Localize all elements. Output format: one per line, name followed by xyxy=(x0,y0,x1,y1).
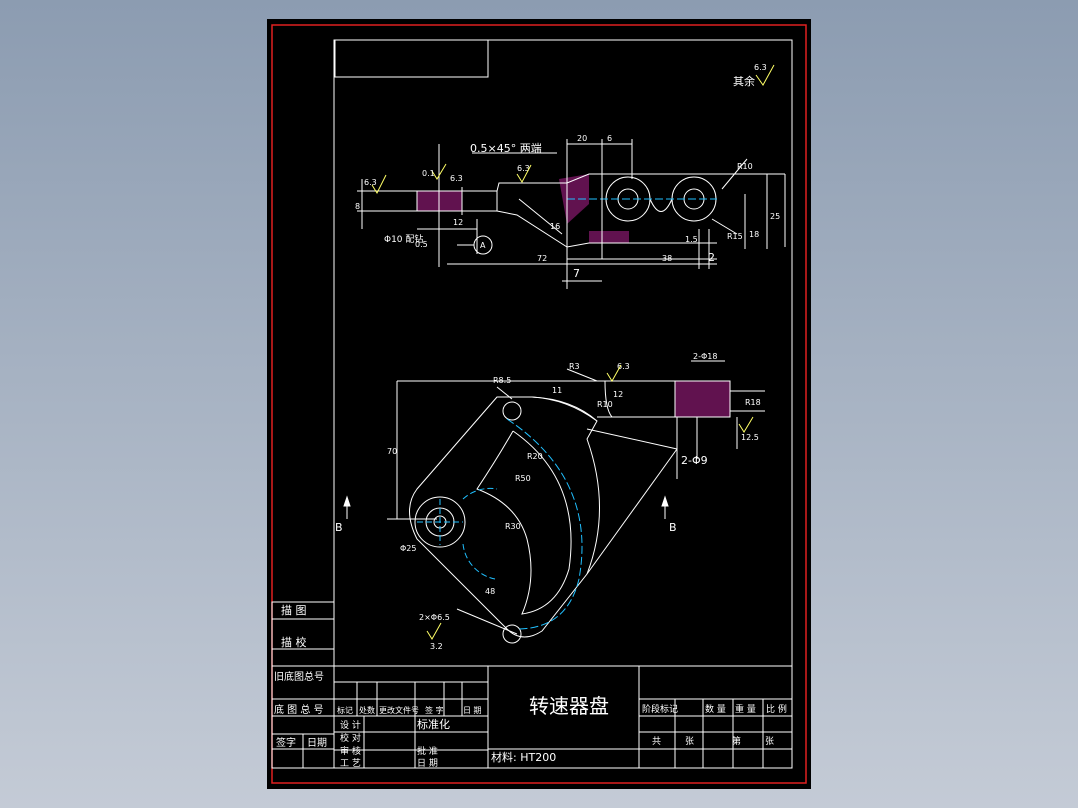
svg-text:70: 70 xyxy=(387,447,397,456)
svg-text:38: 38 xyxy=(662,254,672,263)
section-label-left: B xyxy=(335,521,343,534)
svg-text:1.5: 1.5 xyxy=(685,235,698,244)
label-signature: 签字 xyxy=(276,736,296,749)
corner-box xyxy=(334,39,489,78)
svg-text:0.5: 0.5 xyxy=(415,240,428,249)
roughness-mid-value: 6.3 xyxy=(450,174,463,183)
svg-text:12: 12 xyxy=(613,390,623,399)
chamfer-note: 0.5×45° 两端 xyxy=(470,142,542,155)
roughness-bottom-value: 3.2 xyxy=(430,642,443,651)
svg-text:共: 共 xyxy=(652,736,661,747)
svg-text:R30: R30 xyxy=(505,522,521,531)
roughness-symbol-icon xyxy=(755,64,775,86)
label-base-no: 底 图 总 号 xyxy=(274,703,324,716)
svg-text:更改文件号: 更改文件号 xyxy=(379,705,419,715)
front-view xyxy=(343,360,765,644)
holes-note: 2-Φ9 xyxy=(681,454,708,467)
svg-text:R3: R3 xyxy=(569,362,580,371)
svg-text:签 字: 签 字 xyxy=(425,705,444,715)
svg-text:R20: R20 xyxy=(527,452,543,461)
top-view xyxy=(357,139,786,289)
svg-text:R8.5: R8.5 xyxy=(493,376,511,385)
svg-text:日 期: 日 期 xyxy=(463,706,482,715)
svg-text:工 艺: 工 艺 xyxy=(340,758,361,769)
svg-text:8: 8 xyxy=(355,202,360,211)
svg-text:阶段标记: 阶段标记 xyxy=(642,703,678,715)
inner-border xyxy=(333,39,793,769)
small-holes-note: 2×Φ6.5 xyxy=(419,613,450,622)
svg-text:12: 12 xyxy=(453,218,463,227)
svg-text:Φ25: Φ25 xyxy=(400,544,416,553)
slot-note: 2-Φ18 xyxy=(693,352,717,361)
label-old-base-no: 旧底图总号 xyxy=(274,670,324,683)
material: 材料: HT200 xyxy=(491,750,556,764)
svg-text:11: 11 xyxy=(552,386,562,395)
section-label-right: B xyxy=(669,521,677,534)
svg-text:R18: R18 xyxy=(745,398,761,407)
svg-text:7: 7 xyxy=(573,267,580,280)
svg-text:R10: R10 xyxy=(737,162,753,171)
surface-finish-prefix: 其余 xyxy=(733,74,755,88)
svg-text:校 对: 校 对 xyxy=(340,732,361,744)
svg-text:R10: R10 xyxy=(597,400,613,409)
svg-text:张: 张 xyxy=(685,736,694,747)
cad-drawing: 其余 6.3 xyxy=(271,24,807,784)
svg-text:48: 48 xyxy=(485,587,495,596)
svg-text:数 量: 数 量 xyxy=(705,703,726,715)
svg-text:16: 16 xyxy=(550,222,560,231)
svg-text:审 核: 审 核 xyxy=(340,745,361,757)
svg-text:25: 25 xyxy=(770,212,780,221)
svg-text:比 例: 比 例 xyxy=(766,703,787,715)
title-block xyxy=(271,601,792,769)
roughness-left-value: 6.3 xyxy=(364,178,377,187)
svg-text:0.1: 0.1 xyxy=(422,169,435,178)
svg-text:设 计: 设 计 xyxy=(340,719,361,731)
drawing-sheet: 其余 6.3 xyxy=(267,19,811,789)
svg-text:R15: R15 xyxy=(727,232,743,241)
svg-text:6: 6 xyxy=(607,134,612,143)
roughness-right-value: 12.5 xyxy=(741,433,759,442)
outer-border xyxy=(271,24,807,784)
svg-text:第: 第 xyxy=(732,735,741,747)
surface-finish-value: 6.3 xyxy=(754,63,767,72)
svg-text:R50: R50 xyxy=(515,474,531,483)
svg-text:张: 张 xyxy=(765,736,774,747)
svg-text:标记: 标记 xyxy=(337,705,353,715)
label-trace: 描 图 xyxy=(281,603,307,617)
svg-text:2: 2 xyxy=(708,251,715,264)
label-date: 日期 xyxy=(307,737,327,749)
svg-text:20: 20 xyxy=(577,134,587,143)
label-trace-check: 描 校 xyxy=(281,635,307,649)
roughness-top-value: 6.3 xyxy=(617,362,630,371)
datum-label: A xyxy=(480,241,486,250)
roughness-hole-value: 6.3 xyxy=(517,164,530,173)
svg-text:18: 18 xyxy=(749,230,759,239)
hole-dia-note: Φ10 配钻 xyxy=(384,233,423,245)
svg-text:72: 72 xyxy=(537,254,547,263)
standardize-label: 标准化 xyxy=(417,717,450,731)
date-label: 日 期 xyxy=(417,758,438,769)
part-name: 转速器盘 xyxy=(529,694,609,718)
svg-text:重 量: 重 量 xyxy=(735,703,756,715)
approve-label: 批 准 xyxy=(417,745,438,757)
svg-text:处数: 处数 xyxy=(359,705,375,715)
